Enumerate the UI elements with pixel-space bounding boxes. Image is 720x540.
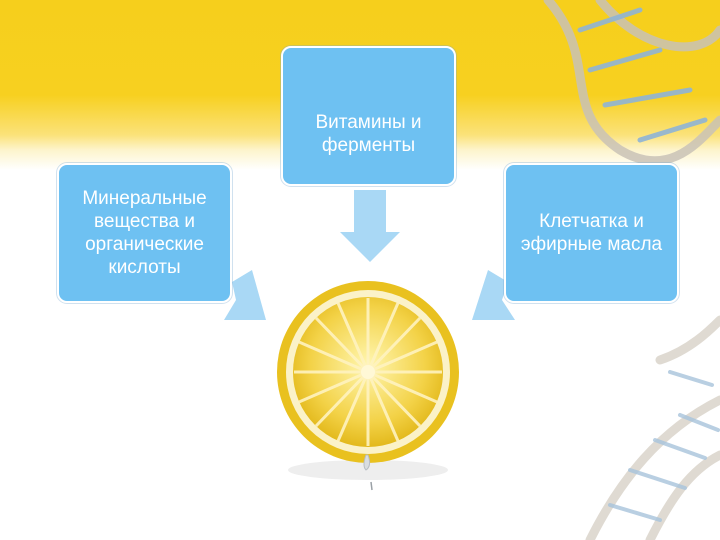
juice-drop [364,455,370,470]
node-top-label: Витамины и ферменты [287,111,450,157]
node-minerals-acids: Минеральные вещества и органические кисл… [57,163,232,303]
node-right-label: Клетчатка и эфирные масла [510,210,673,256]
node-left-label: Минеральные вещества и органические кисл… [63,187,226,279]
node-vitamins-enzymes: Витамины и ферменты [281,46,456,186]
node-fiber-oils: Клетчатка и эфирные масла [504,163,679,303]
